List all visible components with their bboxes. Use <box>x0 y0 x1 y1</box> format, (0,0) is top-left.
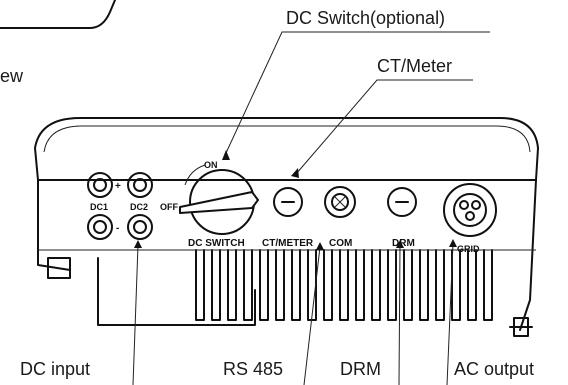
housing-cover <box>34 117 539 181</box>
ct-meter-callout: CT/Meter <box>377 56 452 76</box>
dc-input-callout: DC input <box>20 359 90 379</box>
drm-port: DRM <box>387 187 417 249</box>
drm-leader <box>398 244 401 385</box>
housing-cover-inner <box>43 125 531 153</box>
partial-top-outline <box>0 0 116 29</box>
dc-minus-sign: - <box>116 223 119 234</box>
rs485-arrowhead <box>316 242 324 250</box>
callout-leaders <box>132 31 490 385</box>
com-panel-label: COM <box>329 238 352 249</box>
ac-output-leader <box>446 243 454 385</box>
dc1-plus-connector <box>87 172 113 198</box>
housing-left-wall <box>37 179 71 271</box>
dc-input-arrowhead <box>134 240 142 248</box>
rs485-leader <box>303 246 321 385</box>
dc-input-leader <box>132 244 139 385</box>
ac-output-arrowhead <box>449 239 457 247</box>
dc-switch-callout: DC Switch(optional) <box>286 8 445 28</box>
dc2-label: DC2 <box>130 202 148 212</box>
bottom-base-box <box>97 257 256 326</box>
grid-panel-label: GRID <box>457 244 480 254</box>
ct-meter-panel-label: CT/METER <box>262 238 314 249</box>
dc-switch-panel-label: DC SWITCH <box>188 238 245 249</box>
dc2-plus-connector <box>127 172 153 198</box>
off-label: OFF <box>160 202 178 212</box>
housing-right-wall <box>519 179 537 331</box>
dc1-minus-connector <box>87 214 113 240</box>
heatsink-fins <box>195 249 493 321</box>
dc-switch-knob: ON OFF DC SWITCH <box>160 160 259 249</box>
drm-callout: DRM <box>340 359 381 379</box>
partial-fragment-text: ew <box>0 66 24 86</box>
right-latch <box>509 317 533 337</box>
rotation-arrow-icon <box>184 164 206 186</box>
drm-arrowhead <box>396 240 404 248</box>
ct-meter-port: CT/METER <box>262 187 314 249</box>
rs485-callout: RS 485 <box>223 359 283 379</box>
dc-switch-arrowhead <box>222 150 230 160</box>
on-label: ON <box>204 160 218 170</box>
dc-switch-leader <box>225 31 490 154</box>
dc2-minus-connector <box>127 214 153 240</box>
dc-plus-sign: + <box>115 181 121 192</box>
dc1-label: DC1 <box>90 202 108 212</box>
ac-output-callout: AC output <box>454 359 534 379</box>
ct-meter-arrowhead <box>291 168 299 178</box>
dc-input-connectors: + - DC1 DC2 <box>87 172 153 240</box>
com-port: COM <box>324 186 356 249</box>
grid-port: GRID <box>443 183 497 254</box>
ct-meter-leader <box>295 79 473 175</box>
drm-panel-label: DRM <box>392 238 415 249</box>
left-mount-bracket <box>47 257 71 279</box>
